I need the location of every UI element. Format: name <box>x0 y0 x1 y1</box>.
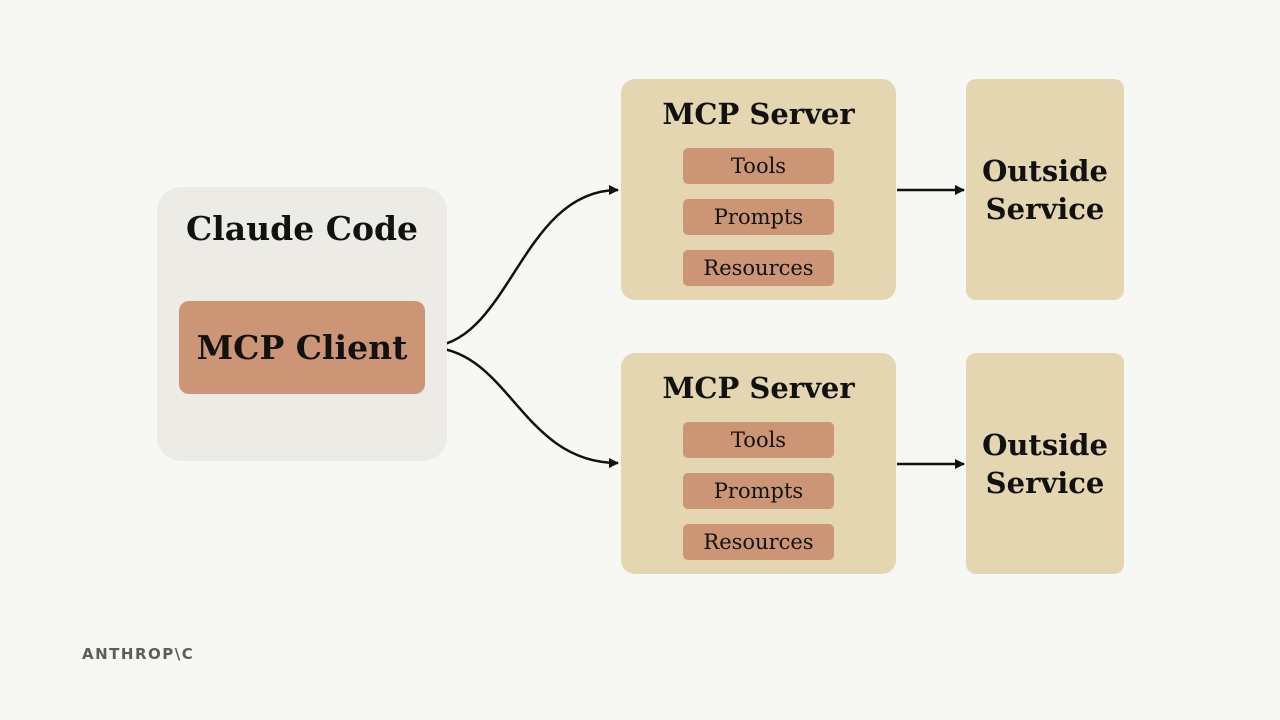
service-title: Outside Service <box>982 428 1108 500</box>
outside-service-1: Outside Service <box>966 79 1124 300</box>
arrow-client-to-server-2 <box>425 345 619 468</box>
claude-code-host: Claude Code MCP Client <box>157 187 447 461</box>
mcp-server-2: MCP Server Tools Prompts Resources <box>621 353 896 574</box>
capability-tools: Tools <box>683 422 834 458</box>
capability-prompts: Prompts <box>683 199 834 235</box>
capability-resources: Resources <box>683 250 834 286</box>
service-title: Outside Service <box>982 154 1108 226</box>
server-title: MCP Server <box>662 371 855 405</box>
anthropic-logo: ANTHROP\C <box>82 645 195 663</box>
mcp-client: MCP Client <box>179 301 425 394</box>
capability-prompts: Prompts <box>683 473 834 509</box>
host-title: Claude Code <box>185 209 419 248</box>
mcp-server-1: MCP Server Tools Prompts Resources <box>621 79 896 300</box>
arrow-client-to-server-1 <box>425 185 619 349</box>
outside-service-2: Outside Service <box>966 353 1124 574</box>
server-title: MCP Server <box>662 97 855 131</box>
capability-resources: Resources <box>683 524 834 560</box>
capability-tools: Tools <box>683 148 834 184</box>
